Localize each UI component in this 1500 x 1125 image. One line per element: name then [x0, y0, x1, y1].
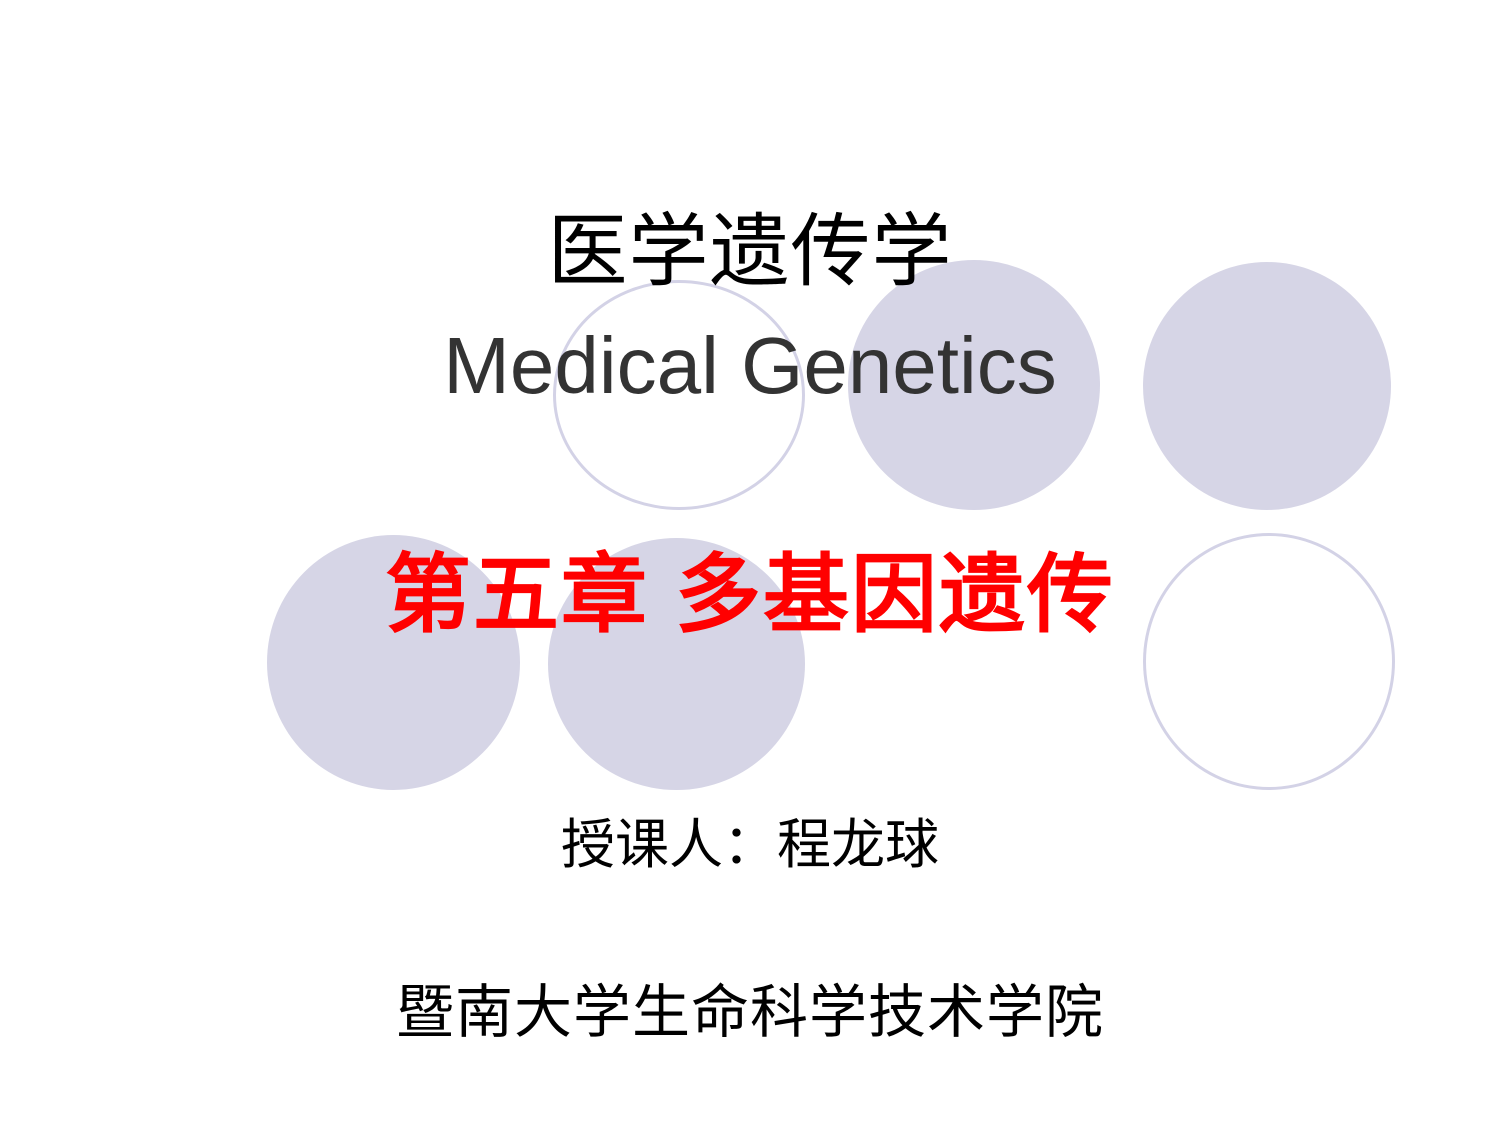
course-title-english: Medical Genetics [443, 321, 1057, 410]
institution-name: 暨南大学生命科学技术学院 [395, 980, 1104, 1045]
course-title-chinese: 医学遗传学 [547, 207, 953, 296]
presenter-name: 授课人：程龙球 [561, 815, 939, 875]
chapter-title: 第五章 多基因遗传 [385, 547, 1115, 643]
